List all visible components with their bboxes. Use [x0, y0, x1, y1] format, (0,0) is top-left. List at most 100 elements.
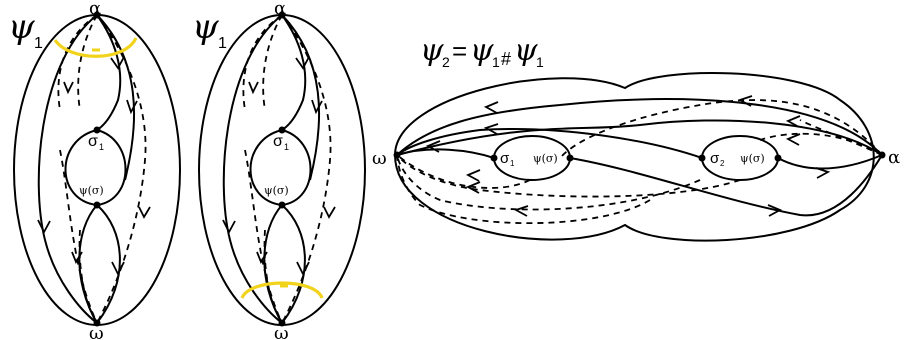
sigma2-node [698, 154, 706, 162]
omega-label: ω [372, 148, 387, 169]
hole-left-arc [64, 129, 98, 206]
connected-sum-formula: ψ 2 = ψ 1 # ψ 1 [420, 33, 544, 70]
solid-flow-line [396, 128, 703, 159]
yellow-cut-arc [240, 281, 324, 299]
sigma1-label: σ [88, 133, 98, 150]
dashed-flow-line [77, 14, 98, 111]
solid-flow-line [396, 98, 883, 156]
solid-flow-line [263, 204, 283, 324]
omega-node [93, 319, 101, 327]
arrowhead [256, 251, 268, 265]
solid-flow-line [37, 14, 98, 324]
hash-sign: # [501, 49, 511, 69]
dashed-flow-line [57, 14, 98, 111]
arrowhead [37, 219, 51, 234]
alpha-node [878, 151, 886, 159]
sigma1-subscript: 1 [99, 142, 104, 152]
panel-psi1-top-cut: α ω σ 1 ψ(σ) ψ 1 [8, 0, 181, 340]
psi-sigma2-label: ψ(σ) [740, 152, 765, 165]
omega-node [393, 151, 401, 159]
arrowhead [63, 81, 74, 95]
arrowhead [767, 204, 783, 217]
sigma1-node [93, 126, 101, 134]
arrowhead [311, 99, 323, 115]
arrowhead [513, 205, 529, 217]
arrowhead [785, 115, 801, 128]
solid-flow-line [78, 204, 98, 324]
hole-right-arc [96, 129, 127, 206]
arrowhead [295, 56, 310, 70]
arrowhead [465, 181, 481, 194]
sigma2-subscript: 2 [720, 159, 725, 168]
sigma1-subscript: 1 [510, 159, 515, 168]
arrowhead [737, 95, 753, 107]
solid-flow-line [569, 154, 883, 217]
alpha-label: α [888, 147, 900, 168]
dashed-flow-line [799, 119, 883, 156]
panel-psi1-bottom-cut: α ω σ 1 ψ(σ) ψ 1 [192, 0, 366, 340]
dashed-flow-line [59, 149, 98, 324]
arrowhead [323, 206, 336, 219]
arrowhead [110, 56, 125, 70]
omega-label: ω [89, 323, 104, 340]
psi1-symbol: ψ [514, 33, 538, 68]
psi1-symbol: ψ [470, 33, 494, 68]
equals-sign: = [452, 36, 467, 66]
dashed-flow-line [242, 14, 283, 111]
hole-right-arc [281, 129, 312, 206]
yellow-cut-arc [53, 37, 138, 58]
psi-sigma-label: ψ(σ) [264, 184, 289, 197]
psi1-title: ψ [8, 7, 35, 47]
arrowhead [248, 81, 259, 95]
arrowhead [465, 169, 481, 182]
dashed-flow-line [263, 229, 283, 324]
sigma1-subscript: 1 [284, 142, 289, 152]
panel-psi2-connected-sum: ω α σ 1 ψ(σ) σ 2 ψ(σ) ψ 2 = ψ 1 # ψ 1 [372, 33, 900, 242]
dashed-flow-line [96, 14, 147, 324]
solid-flow-line [96, 14, 122, 131]
solid-flow-line [281, 14, 321, 181]
double-torus-outline [393, 71, 875, 242]
dashed-flow-line [244, 149, 283, 324]
arrowhead [126, 99, 138, 115]
psi-sigma2-node [774, 154, 782, 162]
psi1-sigma1-label: ψ(σ) [533, 152, 558, 165]
arrowhead [425, 140, 441, 153]
sigma1-node [490, 154, 498, 162]
hole-left-arc [249, 129, 283, 206]
psi-sigma1-node [566, 154, 574, 162]
arrowhead [815, 167, 831, 179]
dashed-flow-line [396, 154, 651, 225]
solid-flow-line [281, 204, 306, 324]
dashed-flow-line [396, 154, 741, 198]
psi1-subscript: 1 [492, 54, 500, 70]
alpha-label: α [89, 0, 101, 19]
arrowhead [222, 219, 236, 234]
psi1-title: ψ [192, 7, 219, 47]
arrowhead [483, 101, 499, 114]
solid-flow-line [222, 14, 283, 324]
arrowhead [71, 251, 83, 265]
alpha-label: α [274, 0, 286, 19]
dashed-flow-line [396, 154, 531, 189]
solid-flow-line [777, 154, 883, 170]
arrowhead [785, 133, 801, 146]
dashed-flow-line [262, 14, 283, 111]
dashed-flow-line [281, 14, 332, 324]
sigma2-label: σ [710, 150, 720, 167]
psi1-title-sub: 1 [34, 35, 43, 52]
psi-sigma-node [278, 201, 286, 209]
solid-flow-line [396, 148, 495, 159]
psi-sigma-node [93, 201, 101, 209]
solid-flow-line [96, 14, 136, 181]
solid-flow-line [396, 119, 883, 156]
dashed-flow-line [559, 99, 883, 159]
omega-label: ω [274, 323, 289, 340]
dashed-flow-line [78, 229, 98, 324]
psi2-symbol: ψ [420, 33, 444, 68]
psi1-subscript: 1 [536, 54, 544, 70]
sigma1-node [278, 126, 286, 134]
arrowhead [111, 261, 125, 277]
psi-sigma-label: ψ(σ) [79, 184, 104, 197]
